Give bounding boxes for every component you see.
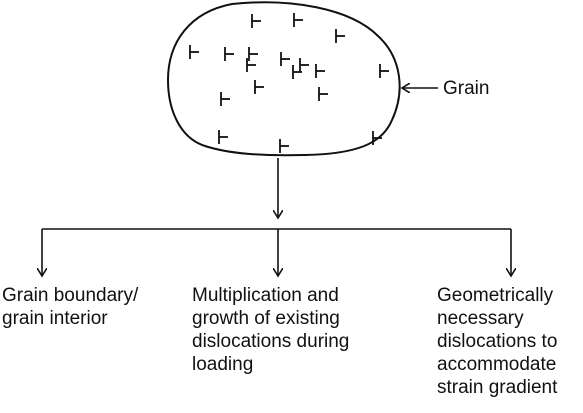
branch-middle-line: dislocations during: [192, 331, 350, 352]
branch-middle-text: Multiplication and growth of existing di…: [192, 284, 349, 376]
branch-left-text: Grain boundary/ grain interior: [2, 284, 138, 330]
branch-right-line: accommodate: [437, 354, 557, 375]
branch-right-text: Geometrically necessary dislocations to …: [437, 284, 557, 399]
branch-left-line: Grain boundary/: [2, 285, 139, 306]
branch-middle-line: Multiplication and: [192, 285, 339, 306]
branch-right-line: dislocations to: [437, 331, 558, 352]
branch-middle-line: loading: [192, 354, 254, 375]
grain-outline: [166, 1, 401, 157]
branch-right-line: necessary: [437, 308, 524, 329]
branch-middle-line: growth of existing: [192, 308, 340, 329]
grain-label: Grain: [443, 78, 490, 99]
branch-left-line: grain interior: [2, 308, 108, 329]
branch-right-line: strain gradient: [437, 377, 558, 398]
dislocation-symbols: [189, 13, 389, 153]
branch-right-line: Geometrically: [437, 285, 554, 306]
